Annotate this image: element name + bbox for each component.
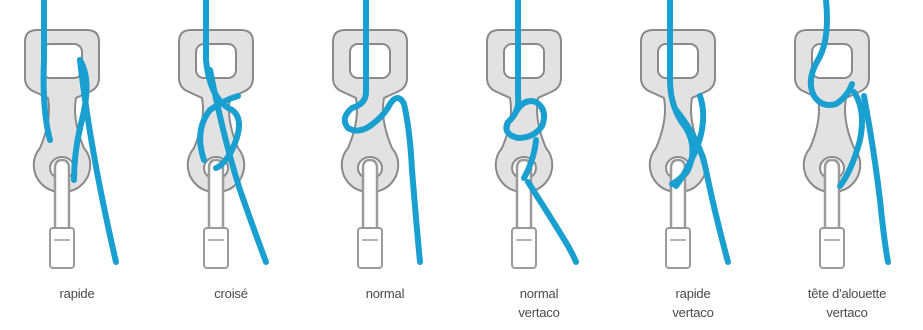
descender-illustration [154, 0, 308, 280]
figure-normal-vertaco: normal vertaco [462, 0, 616, 330]
figure-rapide: rapide [0, 0, 154, 330]
figure-croise: croisé [154, 0, 308, 330]
caption-line: normal [462, 284, 616, 303]
caption-line: vertaco [462, 303, 616, 322]
figure-tete-d-alouette-vertaco: tête d'alouette vertaco [770, 0, 923, 330]
figure-normal: normal [308, 0, 462, 330]
caption-line: croisé [154, 284, 308, 303]
caption-rapide: rapide [0, 284, 154, 303]
caption-line: vertaco [616, 303, 770, 322]
caption-normal: normal [308, 284, 462, 303]
caption-line: rapide [616, 284, 770, 303]
caption-tete-d-alouette-vertaco: tête d'alouette vertaco [770, 284, 923, 322]
caption-rapide-vertaco: rapide vertaco [616, 284, 770, 322]
caption-line: rapide [0, 284, 154, 303]
caption-normal-vertaco: normal vertaco [462, 284, 616, 322]
caption-line: normal [308, 284, 462, 303]
descender-illustration [770, 0, 923, 280]
descender-illustration [308, 0, 462, 280]
caption-line: tête d'alouette [770, 284, 923, 303]
caption-line: vertaco [770, 303, 923, 322]
descender-illustration [0, 0, 154, 280]
caption-croise: croisé [154, 284, 308, 303]
figure-rapide-vertaco: rapide vertaco [616, 0, 770, 330]
descender-illustration [616, 0, 770, 280]
descender-illustration [462, 0, 616, 280]
